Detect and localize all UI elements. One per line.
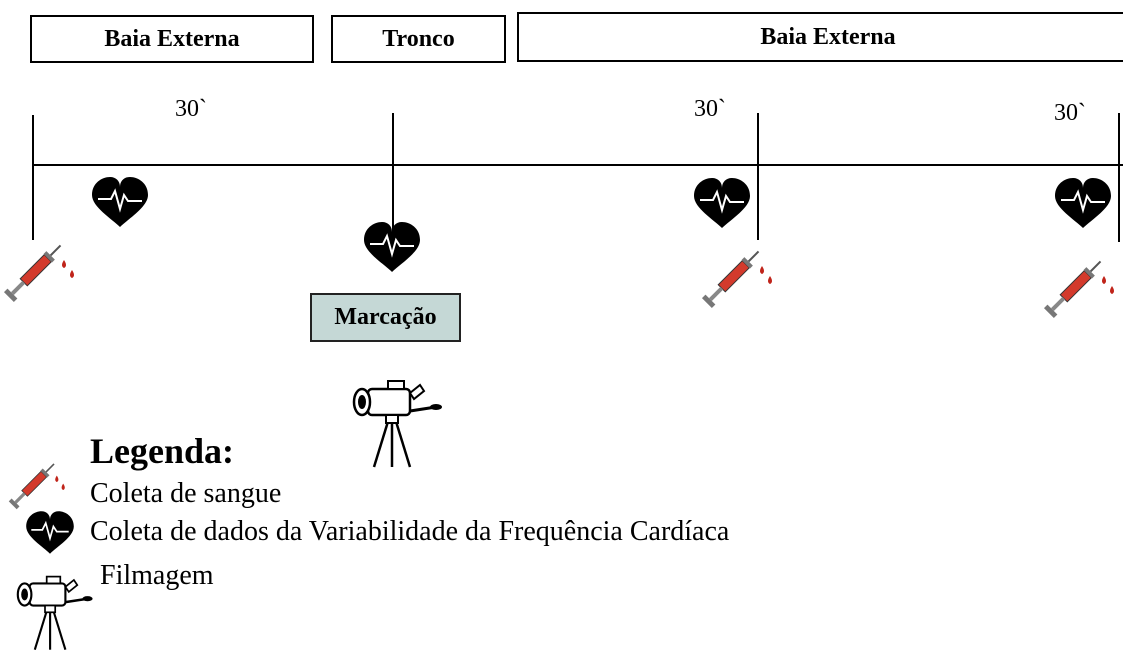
syringe-icon: [7, 459, 66, 511]
legend-item-blood-collection: Coleta de sangue: [90, 478, 282, 509]
heart-ecg-icon: [91, 176, 149, 228]
video-camera-icon: [352, 379, 444, 469]
syringe-icon: [1042, 255, 1115, 320]
phase-baia-externa-2: Baia Externa: [517, 12, 1123, 62]
heart-ecg-icon: [693, 177, 751, 229]
marcacao-box: Marcação: [310, 293, 461, 342]
duration-label-1: 30`: [175, 96, 207, 122]
legend-title: Legenda:: [90, 431, 234, 471]
syringe-icon: [700, 245, 773, 310]
legend-item-hrv-collection: Coleta de dados da Variabilidade da Freq…: [90, 516, 730, 547]
phase-tronco: Tronco: [331, 15, 506, 63]
duration-label-3: 30`: [1054, 100, 1086, 126]
syringe-icon: [2, 239, 75, 304]
video-camera-icon: [16, 575, 94, 651]
heart-ecg-icon: [25, 510, 75, 555]
heart-ecg-icon: [1054, 177, 1112, 229]
duration-label-2: 30`: [694, 96, 726, 122]
legend-item-filming: Filmagem: [100, 560, 214, 591]
phase-baia-externa-1: Baia Externa: [30, 15, 314, 63]
